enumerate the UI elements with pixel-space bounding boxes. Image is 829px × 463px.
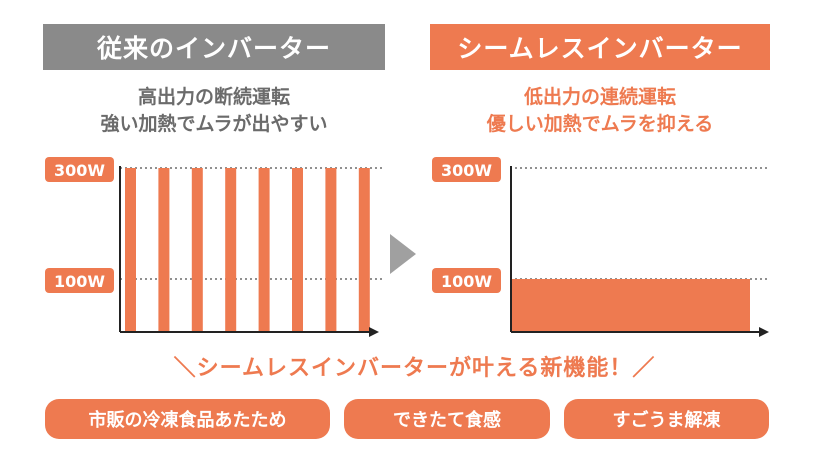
new-features-title: ＼シームレスインバーターが叶える新機能！／ xyxy=(173,356,656,381)
left-pulse-bar xyxy=(191,168,203,332)
left-pulse-bars xyxy=(125,168,370,332)
right-100w-label: 100W xyxy=(441,272,492,291)
left-pulse-bar xyxy=(292,168,303,332)
right-continuous-output-area xyxy=(511,279,750,332)
seamless-desc-line2: 優しい加熱でムラを抑える xyxy=(486,113,714,135)
right-300w-label: 300W xyxy=(441,161,492,180)
left-pulse-bar xyxy=(258,168,270,332)
left-pulse-bar xyxy=(225,168,237,332)
seamless-desc-line1: 低出力の連続運転 xyxy=(523,86,676,108)
left-100w-label-bg xyxy=(45,268,114,293)
left-x-axis-arrowhead xyxy=(369,327,379,337)
transition-arrow-icon xyxy=(390,234,416,274)
conventional-inverter-header: 従来のインバーター xyxy=(43,24,385,70)
conventional-desc-line1: 高出力の断続運転 xyxy=(137,86,290,108)
feature-great-defrost: すごうま解凍 xyxy=(564,399,769,439)
left-pulse-bar xyxy=(358,168,370,332)
seamless-description: 低出力の連続運転 優しい加熱でムラを抑える xyxy=(430,84,770,138)
feature-freshly-made-texture: できたて食感 xyxy=(344,399,550,439)
right-100w-label-bg xyxy=(432,268,501,293)
seamless-inverter-header: シームレスインバーター xyxy=(430,24,770,70)
right-300w-label-bg xyxy=(432,157,501,182)
left-100w-label: 100W xyxy=(54,272,105,291)
left-300w-label: 300W xyxy=(54,161,105,180)
left-pulse-bar xyxy=(158,168,170,332)
right-x-axis-arrowhead xyxy=(759,327,769,337)
conventional-desc-line2: 強い加熱でムラが出やすい xyxy=(100,113,328,135)
feature-frozen-food-reheat: 市販の冷凍食品あたため xyxy=(45,399,330,439)
conventional-description: 高出力の断続運転 強い加熱でムラが出やすい xyxy=(43,84,385,138)
left-pulse-bar xyxy=(325,168,337,332)
left-300w-label-bg xyxy=(45,157,114,182)
left-pulse-bar xyxy=(125,168,136,332)
